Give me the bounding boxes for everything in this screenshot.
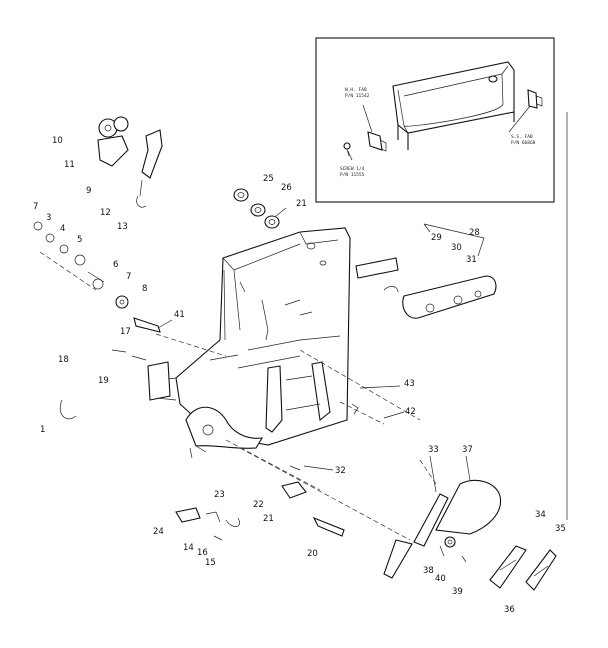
part-label-p13: 13 xyxy=(117,222,128,232)
alignment-lines xyxy=(39,251,437,541)
washers-column xyxy=(33,221,161,333)
part-label-p20: 20 xyxy=(307,549,318,559)
part-label-p12: 12 xyxy=(100,208,111,218)
inset-note-n3-line-0: S.S. FAB xyxy=(511,134,533,140)
inset-screw xyxy=(343,142,351,150)
part-label-p39: 39 xyxy=(452,587,463,597)
part-label-p37: 37 xyxy=(462,445,473,455)
part-label-p24: 24 xyxy=(153,527,164,537)
part-label-p35: 35 xyxy=(555,524,566,534)
part-label-p36: 36 xyxy=(504,605,515,615)
part-label-p7a: 7 xyxy=(33,202,38,212)
part-label-p17: 17 xyxy=(120,327,131,337)
part-label-p14: 14 xyxy=(183,543,194,553)
washers-top xyxy=(233,188,280,229)
part-label-p21b: 21 xyxy=(263,514,274,524)
part-label-p33: 33 xyxy=(428,445,439,455)
part-label-p38: 38 xyxy=(423,566,434,576)
door-assembly xyxy=(383,479,557,591)
part-label-p16: 16 xyxy=(197,548,208,558)
part-label-p40: 40 xyxy=(435,574,446,584)
part-label-p31: 31 xyxy=(466,255,477,265)
part-label-p6: 6 xyxy=(113,260,118,270)
inset-note-n2-line-1: P/N 11555 xyxy=(340,172,365,178)
part-label-p25: 25 xyxy=(263,174,274,184)
inset-plate-left xyxy=(367,131,383,151)
part-label-p28: 28 xyxy=(469,228,480,238)
part-label-p21a: 21 xyxy=(296,199,307,209)
gear-assembly xyxy=(97,116,163,208)
inset-note-n1-line-0: N.H. FAB xyxy=(345,87,367,93)
inset-bracket-right xyxy=(527,89,538,109)
part-label-p10: 10 xyxy=(52,136,63,146)
part-number-labels: 1345677891011121314151617181920212122232… xyxy=(33,136,566,615)
part-label-p1: 1 xyxy=(40,425,45,435)
part-label-p26: 26 xyxy=(281,183,292,193)
part-label-p22: 22 xyxy=(253,500,264,510)
inset-frame xyxy=(315,37,555,203)
part-label-p29: 29 xyxy=(431,233,442,243)
part-label-p7b: 7 xyxy=(126,272,131,282)
part-label-p34: 34 xyxy=(535,510,546,520)
part-label-p41: 41 xyxy=(174,310,185,320)
part-label-p5: 5 xyxy=(77,235,82,245)
part-label-p8: 8 xyxy=(142,284,147,294)
part-label-p32: 32 xyxy=(335,466,346,476)
left-bracket xyxy=(59,349,171,420)
inset-note-n3-line-1: P/N 66868 xyxy=(511,140,536,146)
part-label-p3: 3 xyxy=(46,213,51,223)
part-label-p9: 9 xyxy=(86,186,91,196)
part-label-p19: 19 xyxy=(98,376,109,386)
inset-note-n1-line-1: P/N 11542 xyxy=(345,93,370,99)
part-label-p42: 42 xyxy=(405,407,416,417)
part-label-p30: 30 xyxy=(451,243,462,253)
part-label-p23: 23 xyxy=(214,490,225,500)
inset-note-n2-line-0: SCREW 1/4 xyxy=(340,166,365,172)
leader-lines xyxy=(157,207,471,493)
inset-detail xyxy=(315,37,555,203)
lower-small-parts xyxy=(175,465,345,541)
inset-tray xyxy=(392,61,515,134)
part-label-p11: 11 xyxy=(64,160,75,170)
part-label-p4: 4 xyxy=(60,224,65,234)
main-chassis xyxy=(155,227,359,459)
part-label-p43: 43 xyxy=(404,379,415,389)
part-label-p18: 18 xyxy=(58,355,69,365)
part-label-p15: 15 xyxy=(205,558,216,568)
front-panel-assembly xyxy=(355,223,497,319)
